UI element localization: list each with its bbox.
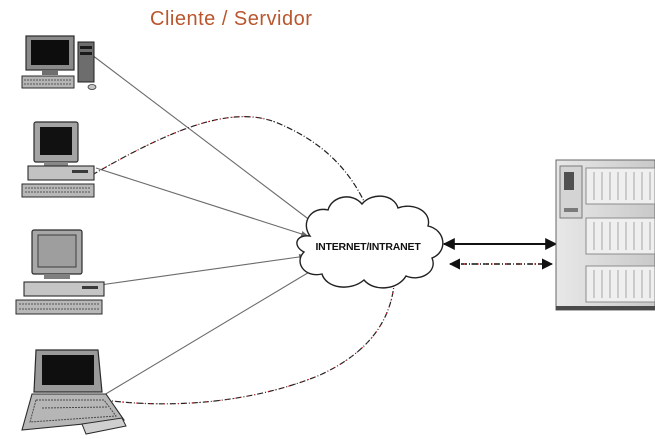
network-label: INTERNET/INTRANET	[315, 241, 421, 253]
desktop-computer-icon	[15, 229, 105, 315]
desktop-tower-computer-icon	[21, 35, 97, 90]
solid-link-4	[103, 267, 317, 396]
dashed-link-top	[91, 116, 369, 211]
solid-link-2	[95, 167, 309, 237]
diagram-title: Cliente / Servidor	[150, 8, 313, 30]
server-rack-icon	[555, 159, 655, 311]
dashed-link-bottom-accent	[103, 284, 395, 405]
server-links	[442, 238, 558, 270]
dashed-link-bottom	[103, 284, 395, 405]
dashed-links	[91, 116, 395, 405]
desktop-computer-icon	[21, 121, 95, 198]
cloud-icon: INTERNET/INTRANET	[296, 195, 444, 289]
solid-link-3	[99, 253, 307, 286]
dashed-link-top-accent	[91, 116, 276, 176]
solid-links	[91, 54, 317, 396]
laptop-icon	[21, 349, 127, 435]
solid-link-1	[91, 54, 316, 225]
